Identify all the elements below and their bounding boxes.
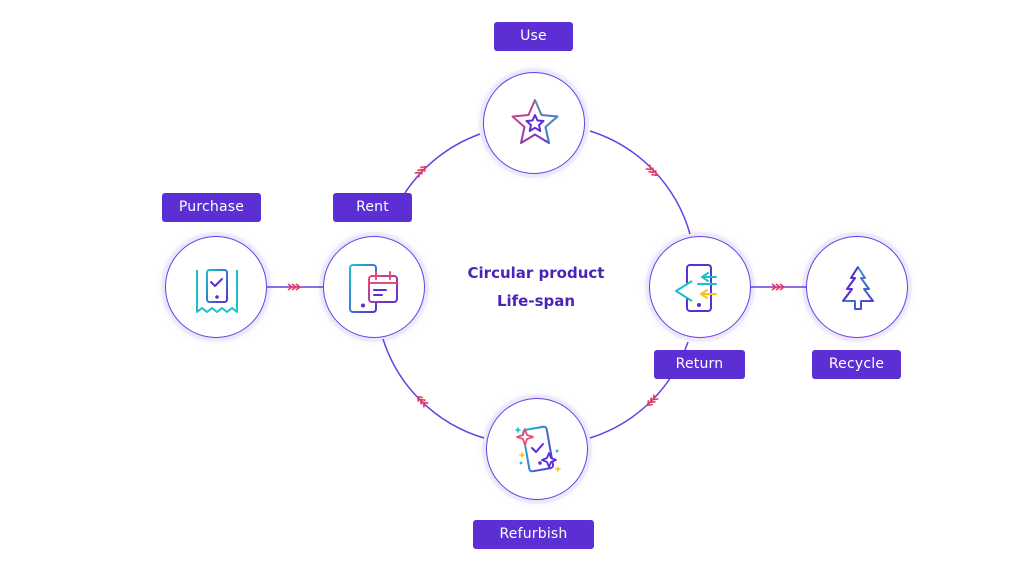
node-refurbish[interactable]	[486, 398, 588, 500]
node-use[interactable]	[483, 72, 585, 174]
arrow-marker-use-return	[645, 164, 658, 177]
arc-refurbish-to-rent	[382, 338, 485, 439]
label-recycle: Recycle	[812, 350, 901, 379]
node-rent[interactable]	[323, 236, 425, 338]
phone-sparkle-icon	[515, 425, 561, 473]
diagram-title-line-1: Circular product	[467, 264, 605, 282]
phone-receipt-icon	[196, 269, 238, 313]
arc-use-to-return	[589, 130, 691, 235]
arrow-marker-refurbish-rent	[416, 395, 429, 408]
arrow-marker-rent-use	[414, 165, 427, 178]
arc-rent-to-use	[402, 133, 481, 197]
label-use: Use	[494, 22, 573, 51]
phone-calendar-icon	[349, 264, 398, 313]
phone-return-arrows-icon	[675, 264, 717, 312]
node-return[interactable]	[649, 236, 751, 338]
arrow-marker-purchase-rent	[287, 283, 302, 291]
diagram-title-line-2: Life-span	[496, 292, 576, 310]
label-return: Return	[654, 350, 745, 379]
arrow-marker-return-refurbish	[646, 394, 659, 407]
arrow-marker-return-recycle	[771, 283, 786, 291]
tree-icon	[842, 266, 874, 310]
node-recycle[interactable]	[806, 236, 908, 338]
node-purchase[interactable]	[165, 236, 267, 338]
label-refurbish: Refurbish	[473, 520, 594, 549]
label-purchase: Purchase	[162, 193, 261, 222]
label-rent: Rent	[333, 193, 412, 222]
star-icon	[511, 99, 559, 144]
